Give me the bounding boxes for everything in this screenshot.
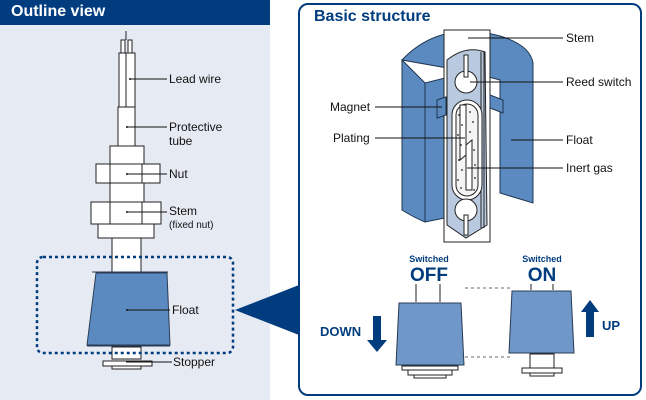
label-structure-float: Float xyxy=(566,133,593,147)
reed-float-cutaway xyxy=(400,29,534,243)
outline-leader-lines xyxy=(126,78,172,363)
label-stem: Stem xyxy=(169,204,197,218)
label-structure-stem: Stem xyxy=(566,31,594,45)
label-nut: Nut xyxy=(169,167,188,181)
up-arrow-icon xyxy=(581,300,599,337)
callout-pointer xyxy=(235,285,299,335)
structure-leader-lines xyxy=(375,37,563,169)
lead-wire xyxy=(118,31,136,109)
label-plating: Plating xyxy=(333,131,370,145)
on-caption: Switched xyxy=(522,254,562,264)
switched-off-illustration: Switched OFF DOWN xyxy=(320,254,465,379)
outline-switch-drawing xyxy=(86,31,171,370)
stem xyxy=(111,237,142,273)
label-lead-wire: Lead wire xyxy=(169,72,221,86)
float xyxy=(86,272,171,346)
basic-structure-title: Basic structure xyxy=(314,8,431,25)
label-inert-gas: Inert gas xyxy=(566,161,613,175)
label-reed-switch: Reed switch xyxy=(566,75,631,89)
magnet-right xyxy=(489,94,504,114)
down-label: DOWN xyxy=(320,324,361,339)
outline-view-header: Outline view xyxy=(0,0,270,25)
switched-on-illustration: Switched ON UP xyxy=(508,254,620,377)
label-protective-tube-line2: tube xyxy=(169,134,193,148)
outline-view-title: Outline view xyxy=(11,3,106,20)
label-magnet: Magnet xyxy=(330,100,371,114)
label-stopper: Stopper xyxy=(173,355,215,369)
on-state-label: ON xyxy=(528,265,557,286)
down-arrow-icon xyxy=(367,316,387,352)
label-protective-tube-line1: Protective xyxy=(169,120,223,134)
float-highlight-box xyxy=(35,255,235,355)
up-label: UP xyxy=(602,318,620,333)
label-float: Float xyxy=(172,303,199,317)
label-stem-note: (fixed nut) xyxy=(169,220,213,231)
off-caption: Switched xyxy=(409,254,449,264)
off-state-label: OFF xyxy=(410,265,448,286)
stem-fixed-nut xyxy=(90,201,162,225)
